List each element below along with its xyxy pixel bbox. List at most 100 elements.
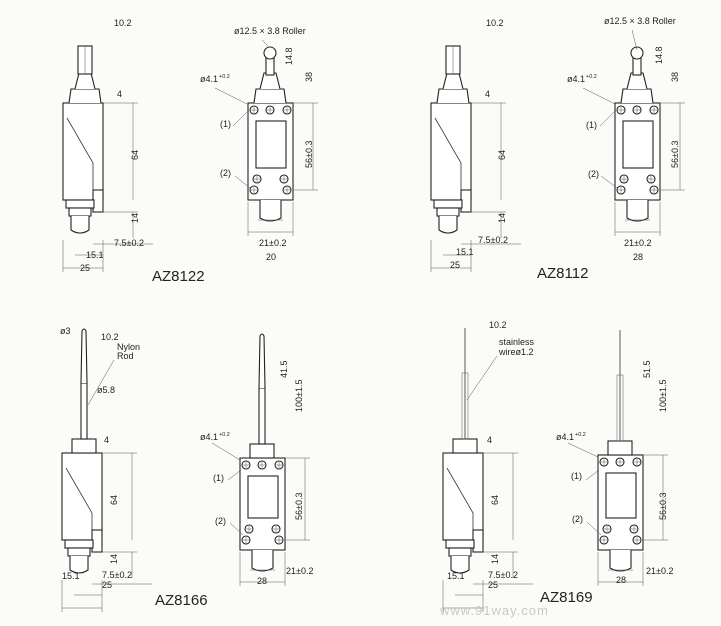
cable-gland: [626, 200, 649, 222]
gland-ring: [64, 539, 94, 549]
dim-offset: 7.5±0.2: [114, 238, 144, 248]
hole-label: ø4.1: [200, 432, 218, 442]
dim-mount-pitch: 21±0.2: [259, 238, 286, 248]
rod-label-2: Rod: [117, 351, 134, 361]
az8166-labels: ø3 10.2 Nylon Rod ø5.8 4 64 14 7.5±0.2 1…: [60, 326, 313, 609]
spring: [616, 374, 624, 442]
dim-actuator-height: 100±1.5: [658, 380, 668, 412]
dim-front-width: 28: [257, 576, 267, 586]
dim-gland-height: 14: [130, 213, 140, 223]
callout-1: (1): [571, 471, 582, 481]
dim-gland-height: 14: [497, 213, 507, 223]
callout-1: (1): [213, 473, 224, 483]
actuator-cap: [452, 438, 478, 454]
leader-line: [631, 29, 638, 51]
hole-tolerance: +0.2: [586, 74, 597, 80]
leader-line: [234, 175, 251, 189]
dim-hole-pitch: 56±0.3: [294, 493, 304, 520]
spring: [461, 372, 469, 440]
dim-top-width: 10.2: [486, 18, 504, 28]
dim-hole-pitch: 56±0.3: [304, 141, 314, 168]
leader-line: [585, 469, 600, 481]
label-window: [255, 120, 287, 169]
callout-2: (2): [588, 169, 599, 179]
gland-ring: [436, 207, 460, 217]
hole-tolerance: +0.2: [219, 74, 230, 80]
leader-line: [232, 109, 250, 127]
dim-gland-height: 14: [490, 554, 500, 564]
dim-roller-height: 14.8: [654, 46, 664, 64]
dim-hole-pitch: 56±0.3: [658, 493, 668, 520]
callout-2: (2): [215, 516, 226, 526]
cable-gland: [438, 216, 458, 234]
az8169-labels: 10.2 stainless wireø1.2 4 64 14 7.5±0.2 …: [447, 320, 673, 606]
dim-mount-pitch: 21±0.2: [624, 238, 651, 248]
switch-body-side: [430, 102, 472, 201]
dim-top-width: 10.2: [489, 320, 507, 330]
spring: [258, 387, 266, 445]
model-name: AZ8169: [540, 589, 593, 606]
nylon-rod: [80, 328, 88, 384]
cable-gland: [259, 200, 282, 222]
callout-2: (2): [572, 514, 583, 524]
leader-line: [211, 442, 241, 461]
dim-offset: 7.5±0.2: [488, 570, 518, 580]
leader-line: [567, 442, 599, 458]
gland-ring: [68, 207, 92, 217]
callout-2: (2): [220, 168, 231, 178]
leader-line: [586, 521, 602, 536]
dim-cap-height: 4: [487, 435, 492, 445]
gland-ring: [448, 547, 472, 557]
cable-gland: [251, 550, 274, 572]
hole-label: ø4.1: [200, 74, 218, 84]
actuator-cap: [607, 440, 633, 456]
dim-actuator-height: 38: [670, 72, 680, 82]
leader-line: [599, 109, 617, 127]
dim-width: 25: [450, 260, 460, 270]
dim-width: 25: [80, 263, 90, 273]
dim-rod-length: 41.5: [279, 360, 289, 378]
dim-width: 25: [102, 580, 112, 590]
spring: [80, 382, 88, 440]
actuator-cap: [68, 88, 102, 104]
roller: [630, 46, 644, 60]
roller-label: ø12.5 × 3.8 Roller: [234, 26, 306, 36]
gland-ring: [433, 199, 463, 209]
leader-line: [261, 39, 269, 47]
dim-actuator-height: 38: [304, 72, 314, 82]
actuator-cap: [249, 443, 275, 459]
dim-body-height: 64: [497, 150, 507, 160]
leader-line: [582, 87, 616, 105]
dim-depth: 15.1: [86, 250, 104, 260]
cable-gland: [450, 556, 470, 574]
model-name: AZ8122: [152, 268, 205, 285]
cable-gland: [69, 556, 89, 574]
callout-1: (1): [220, 119, 231, 129]
label-window: [605, 472, 637, 519]
dim-depth: 15.1: [62, 571, 80, 581]
dim-top-width: 10.2: [101, 332, 119, 342]
roller-stem: [632, 56, 642, 76]
cable-gland: [609, 550, 632, 572]
leader-line: [600, 175, 618, 189]
dim-tip-dia: ø3: [60, 326, 71, 336]
dim-mount-pitch: 21±0.2: [286, 566, 313, 576]
cable-gland: [70, 216, 90, 234]
hole-label: ø4.1: [556, 432, 574, 442]
dim-front-width: 28: [633, 252, 643, 262]
callout-1: (1): [586, 120, 597, 130]
switch-body-side: [442, 452, 484, 541]
dim-rod-length: 51.5: [642, 360, 652, 378]
dim-front-width: 20: [266, 252, 276, 262]
leader-line: [214, 87, 248, 105]
gland-ring: [445, 539, 475, 549]
wire-label-1: stainless: [499, 337, 535, 347]
label-window: [247, 475, 279, 519]
roller-label: ø12.5 × 3.8 Roller: [604, 16, 676, 26]
dim-front-width: 28: [616, 575, 626, 585]
dim-spring-dia: ø5.8: [97, 385, 115, 395]
actuator-cap: [71, 438, 97, 454]
dim-width: 25: [488, 580, 498, 590]
label-window: [622, 120, 654, 169]
dim-hole-pitch: 56±0.3: [670, 141, 680, 168]
